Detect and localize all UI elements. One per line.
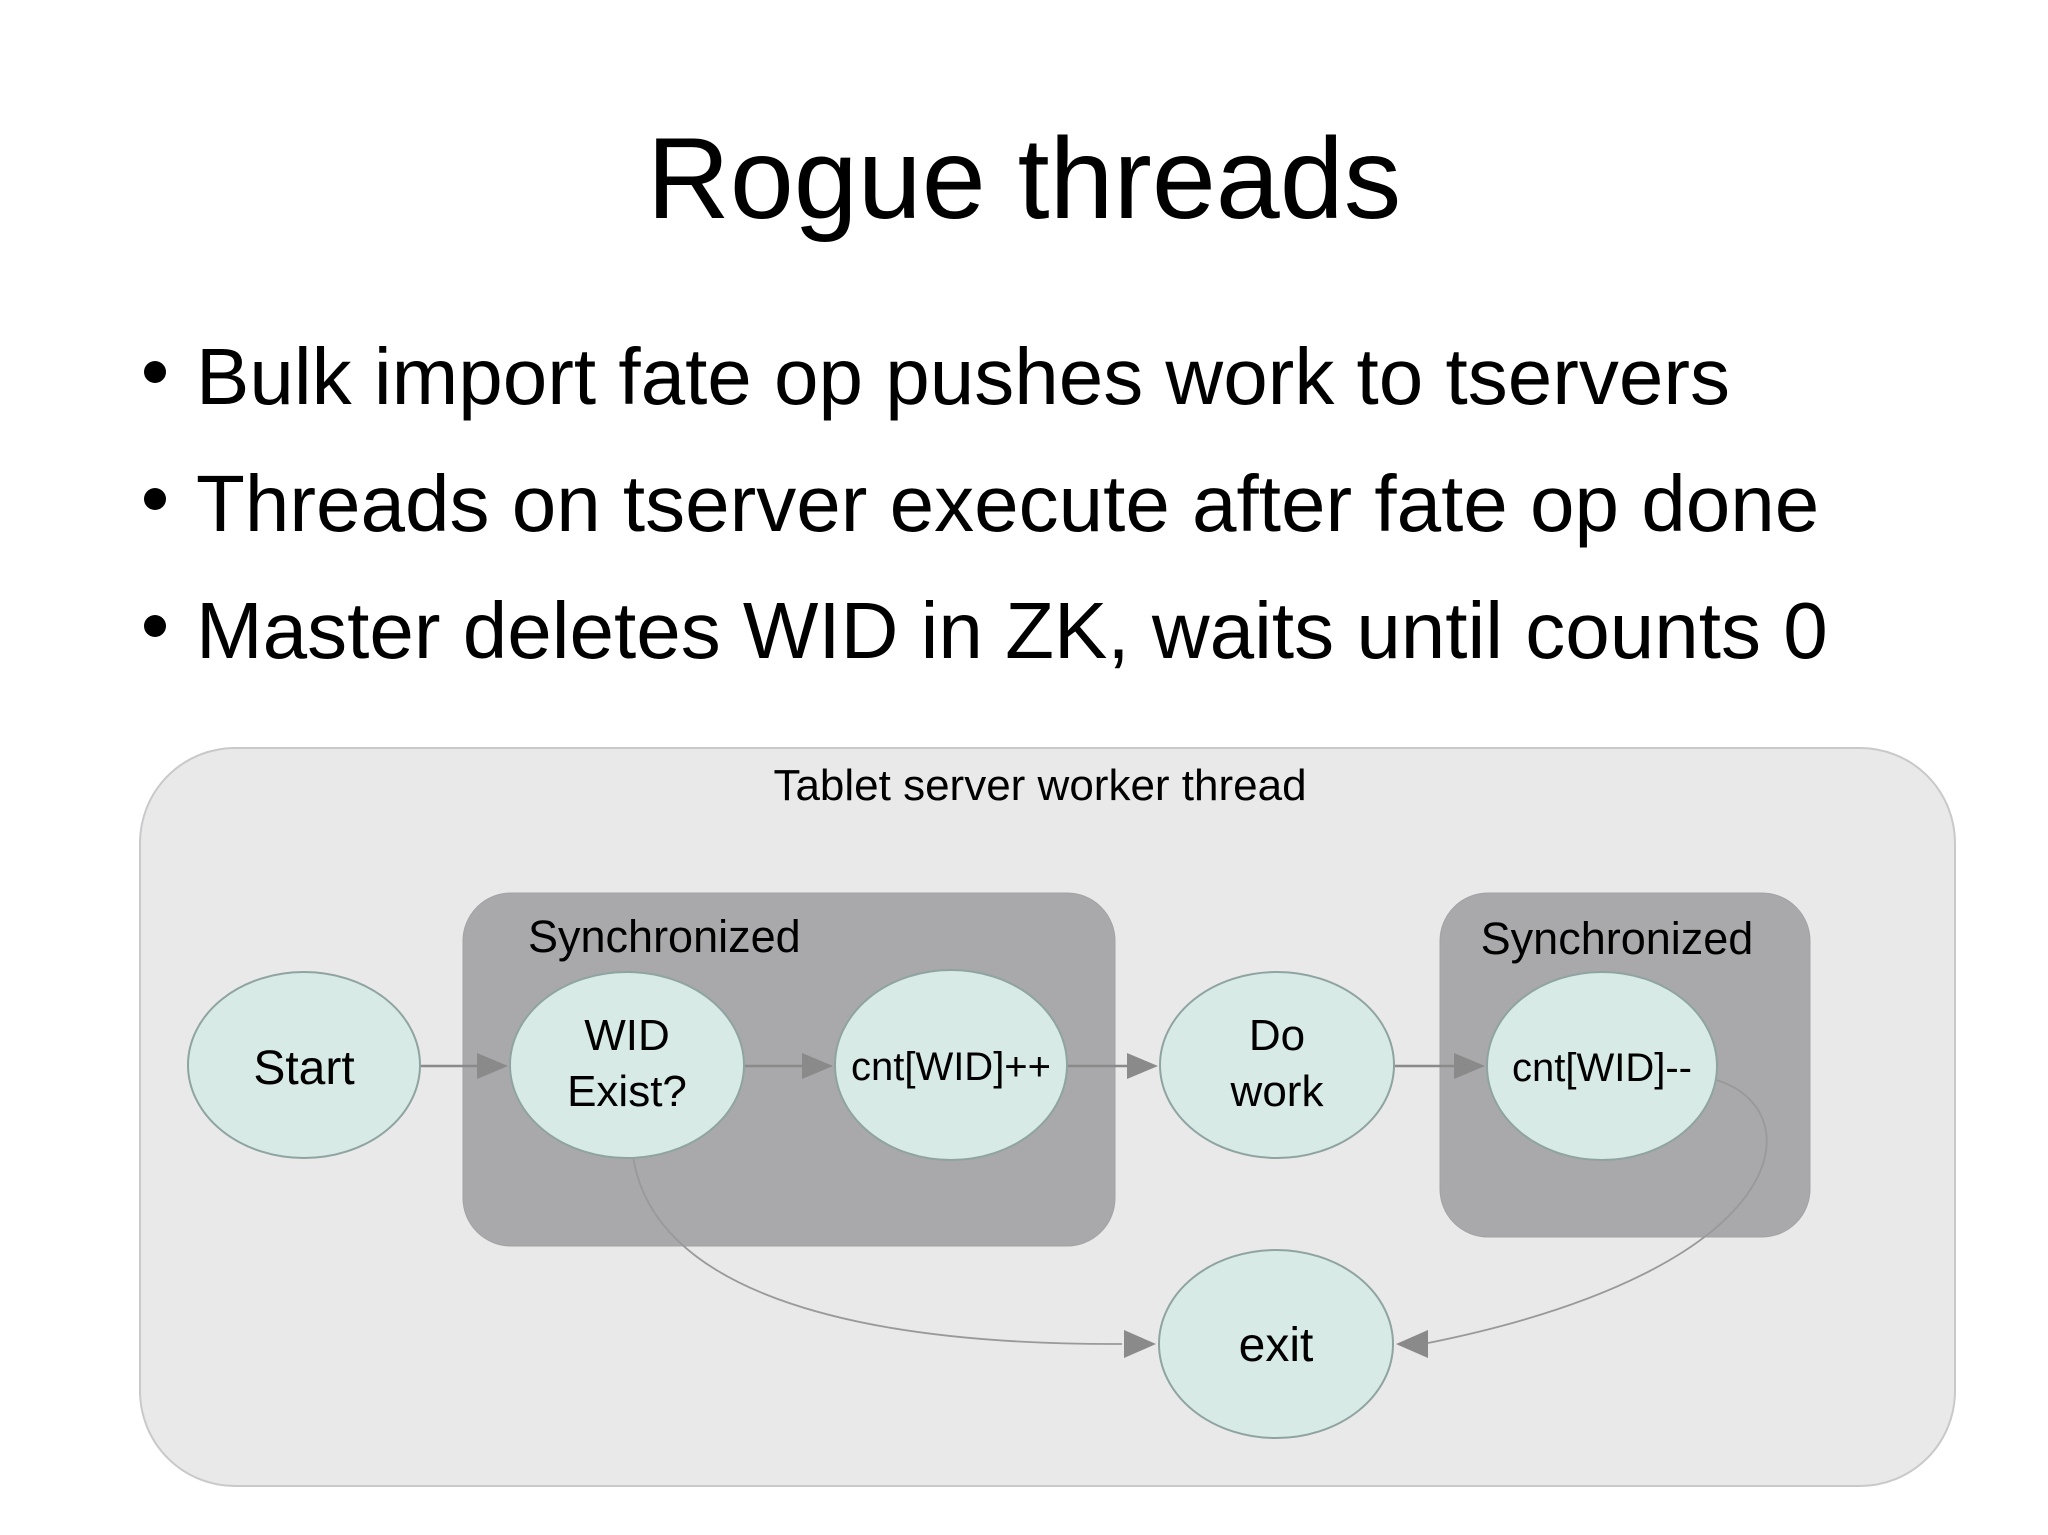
bullet-item: Bulk import fate op pushes work to tserv… <box>140 313 1828 440</box>
node-cnt-decrement-label: cnt[WID]-- <box>1512 1046 1692 1090</box>
synchronized-box-left-label: Synchronized <box>528 911 801 962</box>
node-cnt-decrement-shape <box>1486 971 1718 1161</box>
node-wid-exist-label-line1: WID <box>584 1011 670 1060</box>
slide-title: Rogue threads <box>646 115 1402 243</box>
node-wid-exist-shape <box>509 971 745 1159</box>
arrow-do-work-to-cnt-dec <box>1394 1053 1485 1079</box>
bullet-item: Threads on tserver execute after fate op… <box>140 440 1828 567</box>
node-do-work-label-line2: work <box>1230 1067 1325 1116</box>
node-cnt-increment-label: cnt[WID]++ <box>851 1045 1051 1089</box>
node-cnt-increment-shape <box>834 969 1068 1161</box>
arrow-head <box>1396 1330 1428 1358</box>
arrow-head <box>477 1053 508 1079</box>
node-exit-label: exit <box>1239 1319 1314 1372</box>
diagram-container-label: Tablet server worker thread <box>773 761 1306 810</box>
arrow-head <box>802 1053 833 1079</box>
node-do-work-label-line1: Do <box>1249 1011 1305 1060</box>
node-cnt-decrement: cnt[WID]-- <box>1486 971 1718 1161</box>
bullet-item: Master deletes WID in ZK, waits until co… <box>140 567 1828 694</box>
node-do-work-shape <box>1159 971 1395 1159</box>
arrow-wid-exist-to-cnt-inc <box>744 1053 833 1079</box>
node-start-shape <box>187 971 421 1159</box>
node-cnt-increment: cnt[WID]++ <box>834 969 1068 1161</box>
arrow-head <box>1127 1053 1158 1079</box>
node-exit: exit <box>1158 1249 1394 1439</box>
arrow-cnt-inc-to-do-work <box>1067 1053 1158 1079</box>
synchronized-box-right-label: Synchronized <box>1481 913 1754 964</box>
node-start: Start <box>187 971 421 1159</box>
arrow-wid-exist-to-exit <box>632 1155 1156 1358</box>
bullet-list: Bulk import fate op pushes work to tserv… <box>140 313 1828 694</box>
node-start-label: Start <box>253 1042 354 1095</box>
arrow-start-to-wid-exist <box>418 1053 508 1079</box>
arrow-cnt-dec-to-exit <box>1396 1079 1768 1358</box>
arrow-curve <box>632 1155 1123 1345</box>
node-wid-exist-label-line2: Exist? <box>567 1067 687 1116</box>
node-do-work: Do work <box>1159 971 1395 1159</box>
arrow-curve <box>1427 1079 1768 1344</box>
arrow-head <box>1124 1330 1156 1358</box>
arrow-head <box>1454 1053 1485 1079</box>
node-wid-exist: WID Exist? <box>509 971 745 1159</box>
node-exit-shape <box>1158 1249 1394 1439</box>
